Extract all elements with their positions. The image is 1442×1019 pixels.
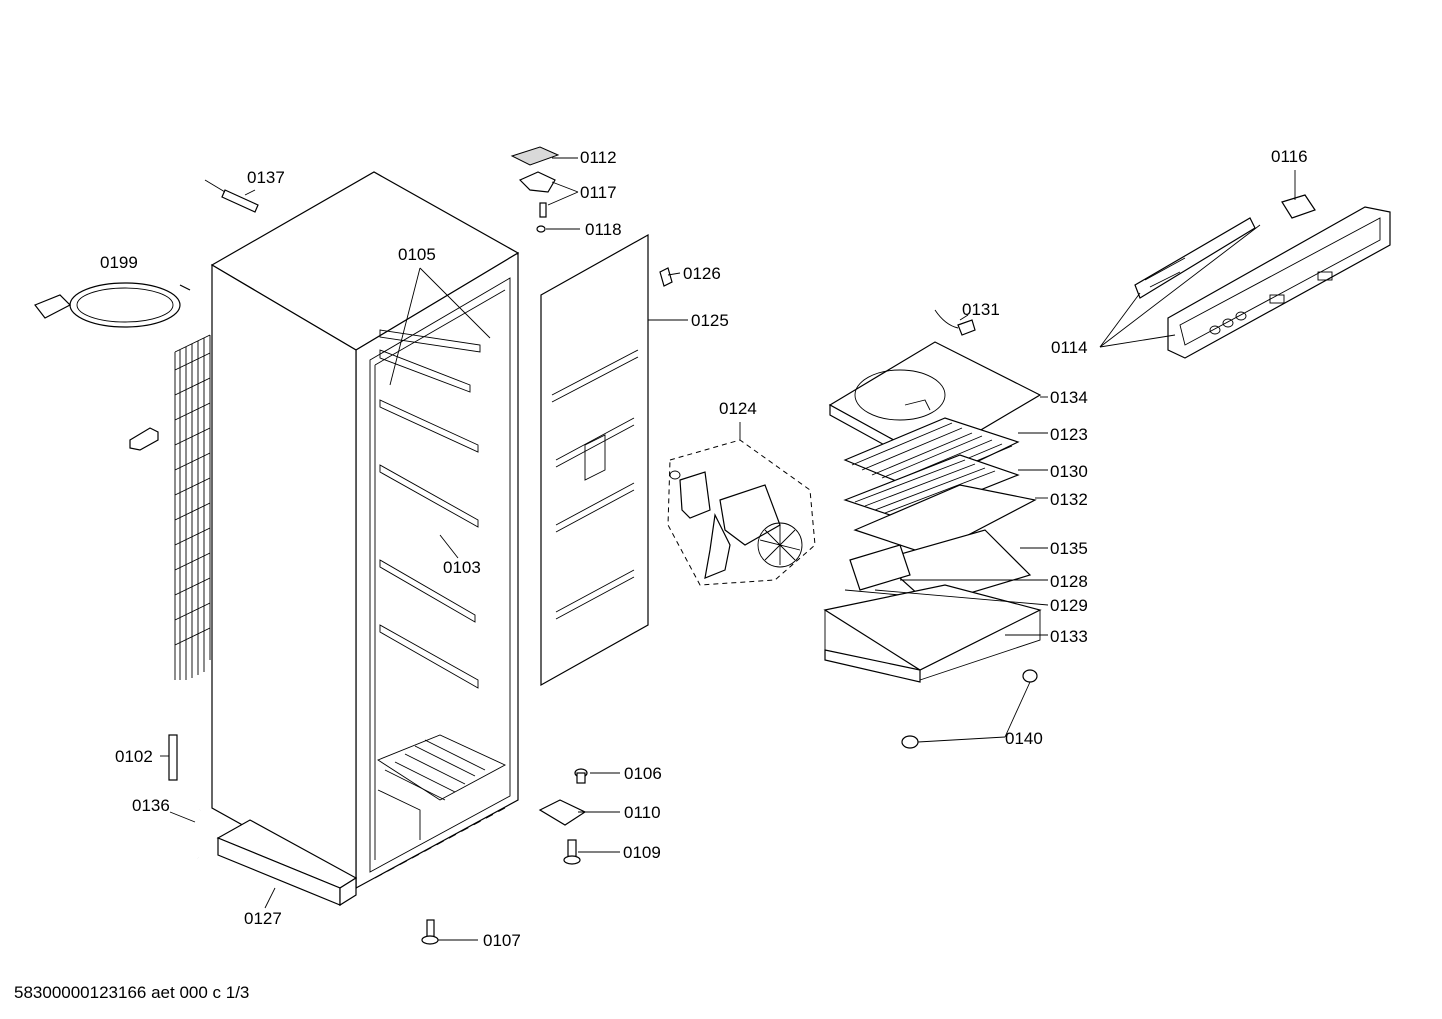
insulation-plate (878, 529, 1032, 606)
document-code: 58300000123166 aet 000 c 1/3 (14, 983, 249, 1002)
control-fascia (1167, 206, 1391, 359)
callout-0112: 0112 (580, 148, 617, 167)
leader-lines (160, 157, 1296, 941)
evaporator-tray (823, 584, 1042, 683)
callout-0117: 0117 (580, 183, 617, 202)
callout-0140: 0140 (1005, 729, 1043, 748)
callout-0125: 0125 (691, 311, 729, 330)
foot-0107 (421, 919, 439, 945)
foot-screw-0106 (574, 768, 588, 784)
callout-0106: 0106 (624, 764, 662, 783)
callout-0129: 0129 (1050, 596, 1088, 615)
screw-0140 (901, 669, 1038, 749)
callout-0128: 0128 (1050, 572, 1088, 591)
callout-0132: 0132 (1050, 490, 1088, 509)
callout-0105: 0105 (398, 245, 436, 264)
shelf-rails (379, 329, 481, 689)
drier-filter (168, 734, 178, 781)
callout-0134: 0134 (1050, 388, 1088, 407)
bottom-hinge (538, 799, 587, 826)
callout-labels: 0112 0117 0118 0137 0199 0105 0126 0125 … (100, 147, 1308, 950)
callout-0114: 0114 (1051, 338, 1088, 357)
power-cord (34, 282, 191, 328)
callout-0135: 0135 (1050, 539, 1088, 558)
sensor-plug (934, 309, 976, 336)
callout-0137: 0137 (247, 168, 285, 187)
callout-0136: 0136 (132, 796, 170, 815)
door-panel (540, 233, 649, 687)
hinge-pin (536, 202, 547, 233)
callout-0103: 0103 (443, 558, 481, 577)
door-stop-clip (659, 267, 673, 287)
callout-0124: 0124 (719, 399, 757, 418)
callout-0130: 0130 (1050, 462, 1088, 481)
condenser-coil (174, 334, 211, 680)
base-plate (216, 819, 358, 907)
drain-hose (193, 809, 202, 859)
drip-plate (853, 484, 1037, 556)
callout-0109: 0109 (623, 843, 661, 862)
callout-0116: 0116 (1271, 147, 1308, 166)
fan-assembly (667, 439, 816, 586)
callout-0118: 0118 (585, 220, 622, 239)
connector-0116 (1281, 194, 1316, 219)
callout-0199: 0199 (100, 253, 138, 272)
hinge-cover (510, 146, 560, 166)
callout-0131: 0131 (962, 300, 1000, 319)
control-board (1134, 217, 1256, 299)
coil-clip (129, 427, 159, 451)
callout-0102: 0102 (115, 747, 153, 766)
top-hinge (518, 171, 556, 193)
callout-0123: 0123 (1050, 425, 1088, 444)
evaporator-coil (843, 417, 1020, 491)
callout-0110: 0110 (624, 803, 661, 822)
cabinet-body (210, 171, 520, 890)
callout-0126: 0126 (683, 264, 721, 283)
bottom-tray (377, 734, 507, 840)
heater-element (843, 454, 1020, 521)
temperature-sensor (204, 179, 259, 213)
callout-0133: 0133 (1050, 627, 1088, 646)
callout-0107: 0107 (483, 931, 521, 950)
adjustable-foot (563, 839, 581, 865)
callout-0127: 0127 (244, 909, 282, 928)
